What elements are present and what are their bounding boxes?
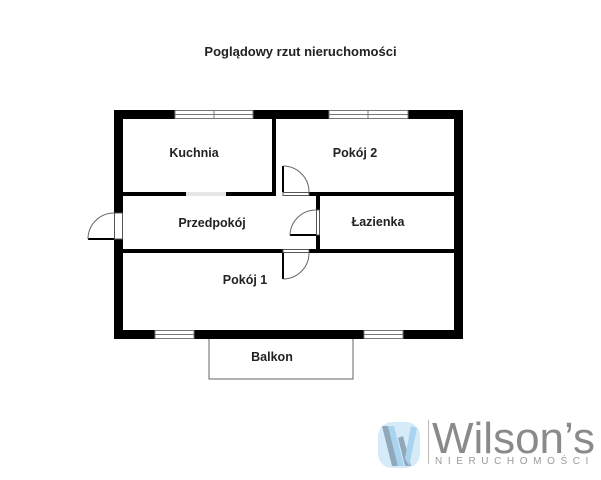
room-label-pokoj-1: Pokój 1 [222,273,268,287]
wilsons-logo: Wilson’s NIERUCHOMOŚCI [376,414,596,470]
interior-walls [123,119,454,253]
outer-walls [114,110,463,339]
doors [87,165,320,280]
room-label-pokoj-2: Pokój 2 [332,146,378,160]
room-label-balkon: Balkon [251,350,293,364]
logo-divider [428,420,429,464]
room-label-przedpokoj: Przedpokój [178,216,246,230]
logo-brand: Wilson’s [432,414,596,463]
logo-tagline: NIERUCHOMOŚCI [435,456,594,467]
windows [154,110,409,339]
room-label-lazienka: Łazienka [351,215,405,229]
room-label-kuchnia: Kuchnia [169,146,219,160]
plan-title: Poglądowy rzut nieruchomości [204,44,397,59]
logo-w-icon [378,422,420,468]
